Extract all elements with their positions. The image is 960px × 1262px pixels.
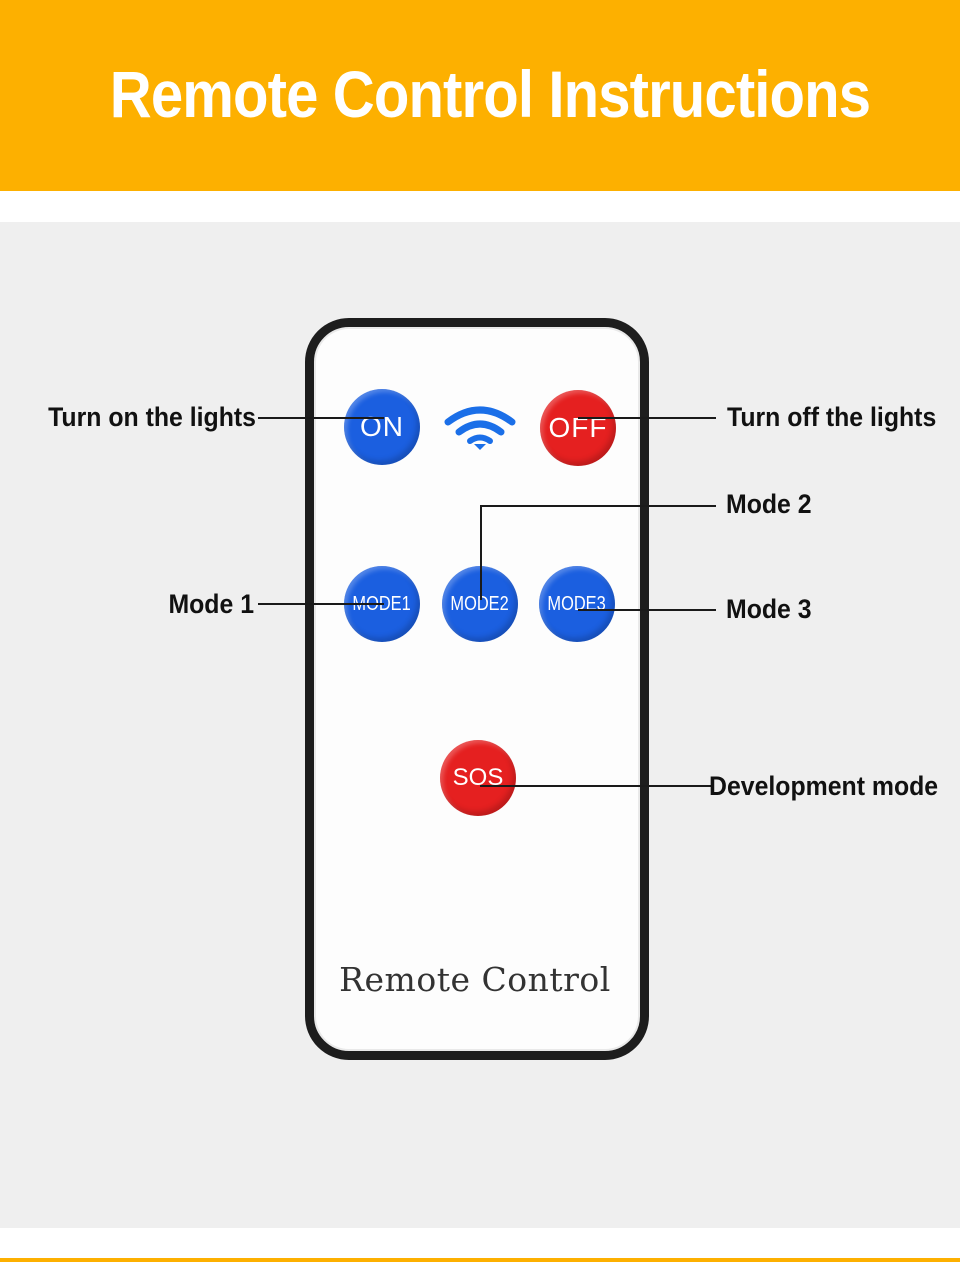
callout-turn-off: Turn off the lights [727, 402, 937, 432]
remote-caption: Remote Control [339, 960, 611, 999]
mode2-button-label: MODE2 [450, 592, 510, 615]
callout-development-mode: Development mode [709, 771, 939, 801]
on-button-label: ON [360, 411, 404, 442]
page-title: Remote Control Instructions [109, 57, 871, 131]
bottom-rule [0, 1258, 960, 1262]
on-button[interactable]: ON [344, 389, 420, 465]
mode1-button[interactable]: MODE1 [344, 566, 420, 642]
sos-button[interactable]: SOS [440, 740, 516, 816]
off-button-label: OFF [548, 412, 608, 443]
header-banner: Remote Control Instructions [0, 0, 960, 191]
mode2-button[interactable]: MODE2 [442, 566, 518, 642]
mode1-button-label: MODE1 [352, 592, 412, 615]
sos-button-label: SOS [452, 764, 504, 791]
callout-mode1: Mode 1 [168, 589, 254, 619]
mode3-button[interactable]: MODE3 [539, 566, 615, 642]
wifi-signal-icon [444, 404, 516, 452]
mode3-button-label: MODE3 [547, 592, 607, 615]
off-button[interactable]: OFF [540, 390, 616, 466]
callout-turn-on: Turn on the lights [48, 402, 256, 432]
callout-mode2: Mode 2 [726, 489, 812, 519]
callout-mode3: Mode 3 [726, 594, 812, 624]
